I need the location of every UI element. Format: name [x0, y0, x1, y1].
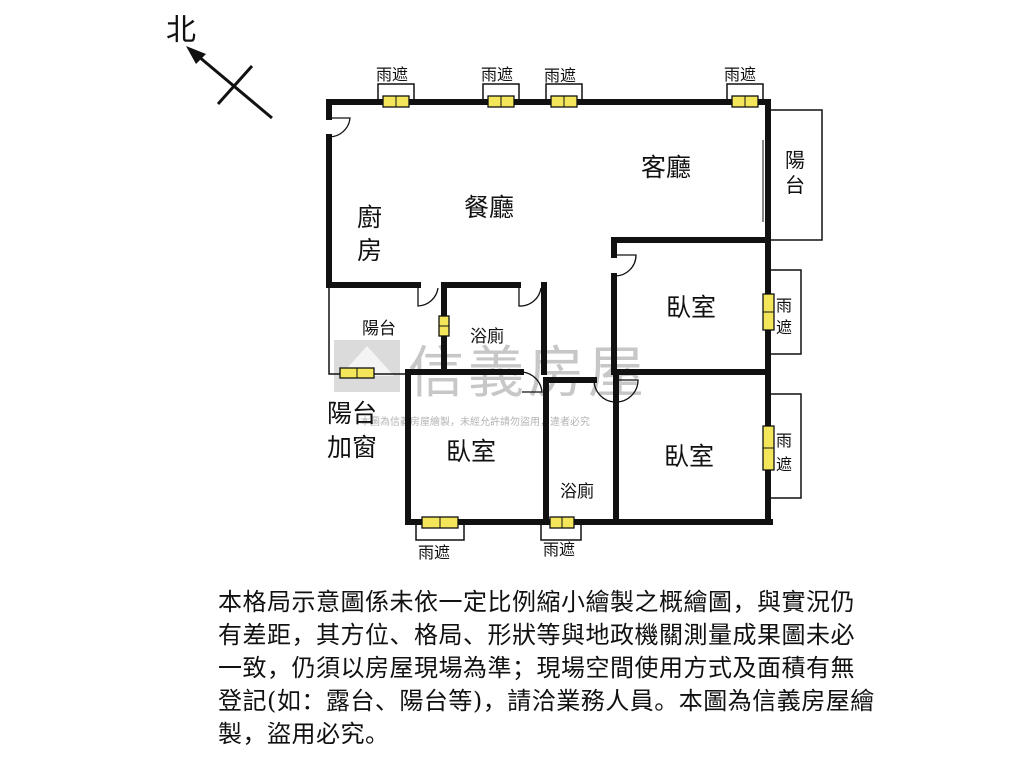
room-label-kitchen-1: 廚	[357, 203, 382, 232]
awning-label-bottom-1: 雨遮	[418, 543, 450, 562]
awning-label-top-3: 雨遮	[544, 66, 576, 85]
awning-label-bottom-2: 雨遮	[543, 540, 575, 559]
window-mullions	[356, 96, 774, 528]
awning-label-right-lower-2: 遮	[776, 455, 792, 474]
brand-watermark: 信義房屋 本圖為信義房屋繪製，未經允許請勿盜用，違者必究	[334, 340, 644, 428]
room-labels: 客廳 餐廳 廚 房 陽 台 陽台 浴廁 臥室 臥室 臥室 浴廁 陽台 加窗	[327, 148, 805, 502]
room-label-dining: 餐廳	[464, 193, 514, 222]
room-label-bedroom-upper-right: 臥室	[666, 293, 716, 322]
disclaimer-text: 本格局示意圖係未依一定比例縮小繪製之概繪圖，與實況仍有差距，其方位、格局、形狀等…	[218, 588, 875, 748]
awning-label-right-upper-2: 遮	[776, 318, 792, 337]
room-label-balcony-window-2: 加窗	[327, 433, 377, 462]
door-entrance	[328, 117, 351, 138]
room-label-living: 客廳	[641, 153, 691, 182]
room-label-balcony-right-1: 陽	[785, 148, 805, 172]
room-label-bedroom-lower-right: 臥室	[664, 442, 714, 471]
compass-cross-line	[216, 64, 254, 106]
awning-label-top-4: 雨遮	[724, 65, 756, 84]
doors	[328, 117, 639, 403]
room-label-bedroom-lower-left: 臥室	[446, 437, 496, 466]
door-bath-upper	[518, 285, 542, 307]
room-label-balcony-small: 陽台	[362, 319, 396, 339]
door-bath-lower	[593, 379, 615, 403]
room-label-balcony-window-1: 陽台	[327, 399, 377, 428]
room-label-kitchen-2: 房	[357, 236, 382, 265]
awning-label-top-2: 雨遮	[481, 65, 513, 84]
compass-arrow-head	[186, 46, 206, 64]
room-label-bath-upper: 浴廁	[470, 326, 504, 347]
room-label-balcony-right-2: 台	[785, 173, 805, 197]
north-label: 北	[166, 13, 196, 48]
room-label-bath-lower: 浴廁	[560, 481, 594, 502]
walls	[326, 99, 773, 525]
door-bedroom-lower-left	[521, 371, 543, 393]
awning-label-top-1: 雨遮	[376, 65, 408, 84]
door-bedroom-upper-right	[613, 254, 637, 277]
door-kitchen-balcony	[417, 285, 439, 307]
awning-labels: 雨遮 雨遮 雨遮 雨遮 雨遮 雨遮 雨 遮 雨 遮	[376, 65, 792, 562]
watermark-notice-text: 本圖為信義房屋繪製，未經允許請勿盜用，違者必究	[360, 415, 590, 428]
door-bedroom-lower-right	[615, 379, 639, 403]
small-balcony-outline	[328, 285, 410, 375]
awning-label-right-upper-1: 雨	[776, 296, 792, 315]
awning-label-right-lower-1: 雨	[776, 431, 792, 450]
north-compass: 北	[166, 13, 273, 120]
thin-outlines	[328, 83, 823, 541]
